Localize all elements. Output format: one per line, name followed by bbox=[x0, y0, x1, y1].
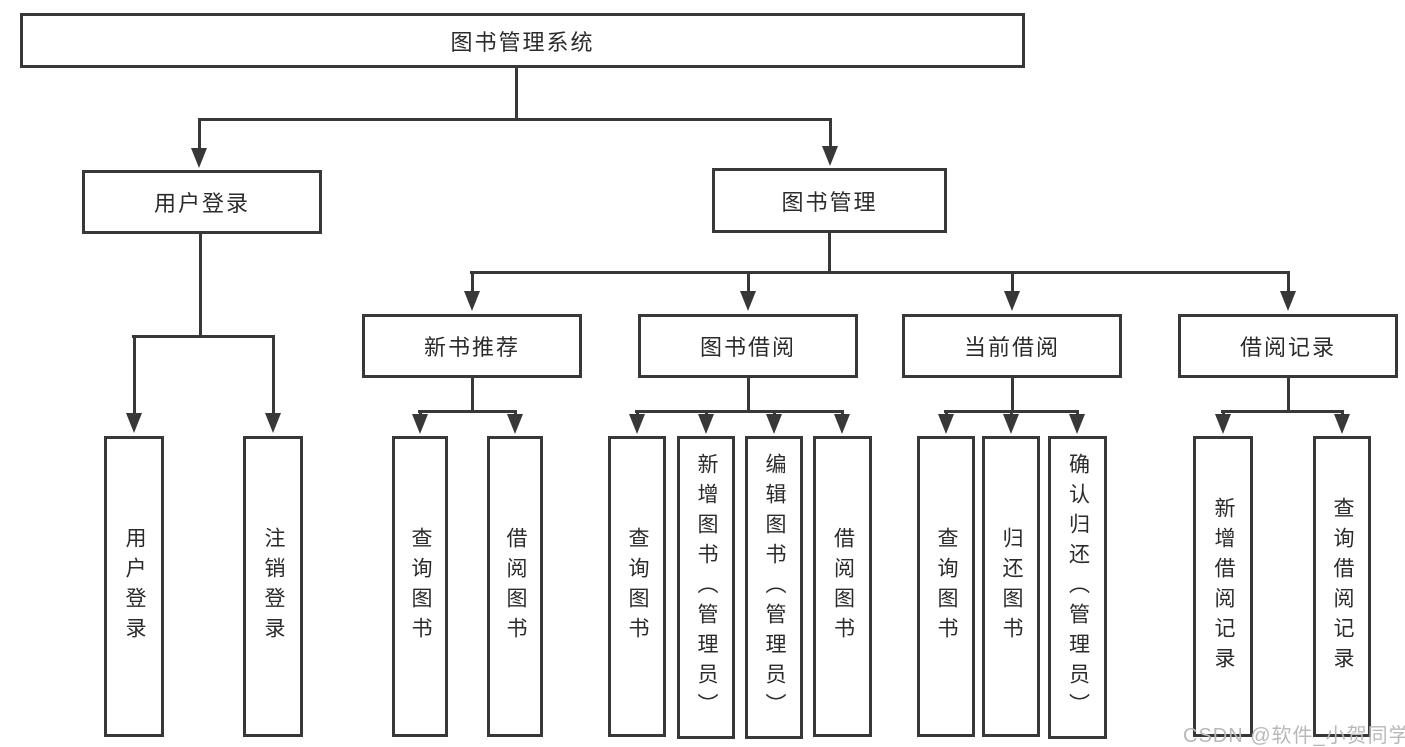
arrowhead-icon bbox=[1004, 291, 1020, 311]
connector-line bbox=[198, 233, 202, 337]
node-user-login-label: 用户登录 bbox=[153, 191, 250, 216]
leaf-query-books-borrowing: 查询图书 bbox=[608, 436, 666, 737]
node-new-book-recommend-label: 新书推荐 bbox=[423, 335, 520, 360]
leaf-add-books-admin: 新增图书（管理员） bbox=[677, 436, 735, 739]
arrowhead-icon bbox=[698, 414, 714, 434]
connector-line bbox=[1010, 271, 1014, 294]
node-user-login: 用户登录 bbox=[82, 170, 322, 234]
leaf-confirm-return-admin: 确认归还（管理员） bbox=[1048, 436, 1107, 739]
node-book-management: 图书管理 bbox=[712, 168, 947, 233]
leaf-add-borrow-record-label: 新增借阅记录 bbox=[1212, 496, 1235, 677]
leaf-query-books-current: 查询图书 bbox=[917, 436, 975, 737]
leaf-user-login-label: 用户登录 bbox=[123, 526, 146, 647]
arrowhead-icon bbox=[834, 414, 850, 434]
node-library-management-system-label: 图书管理系统 bbox=[450, 29, 595, 55]
arrowhead-icon bbox=[126, 413, 142, 433]
connector-line bbox=[132, 335, 275, 338]
arrowhead-icon bbox=[507, 414, 523, 434]
connector-line bbox=[197, 118, 201, 150]
connector-line bbox=[132, 335, 136, 415]
leaf-query-books-recommend-label: 查询图书 bbox=[409, 526, 432, 647]
node-current-borrowing: 当前借阅 bbox=[902, 314, 1122, 378]
connector-line bbox=[271, 335, 275, 415]
arrowhead-icon bbox=[1334, 414, 1350, 434]
watermark: CSDN @软件_小贺同学 bbox=[1183, 725, 1405, 747]
connector-line bbox=[1221, 410, 1344, 413]
leaf-confirm-return-admin-label: 确认归还（管理员） bbox=[1066, 452, 1090, 723]
connector-line bbox=[1286, 271, 1290, 294]
connector-line bbox=[198, 118, 832, 121]
node-book-management-label: 图书管理 bbox=[781, 189, 878, 215]
arrowhead-icon bbox=[938, 414, 954, 434]
leaf-return-books-label: 归还图书 bbox=[1000, 526, 1023, 647]
node-borrowing-records-label: 借阅记录 bbox=[1239, 335, 1336, 360]
arrowhead-icon bbox=[1280, 291, 1296, 311]
connector-line bbox=[746, 271, 750, 294]
node-new-book-recommend: 新书推荐 bbox=[362, 314, 582, 378]
leaf-logout-label: 注销登录 bbox=[262, 526, 285, 647]
leaf-add-borrow-record: 新增借阅记录 bbox=[1193, 436, 1253, 737]
leaf-add-books-admin-label: 新增图书（管理员） bbox=[695, 452, 718, 723]
leaf-edit-books-admin-label: 编辑图书（管理员） bbox=[763, 452, 786, 723]
arrowhead-icon bbox=[412, 414, 428, 434]
arrowhead-icon bbox=[1069, 414, 1085, 434]
arrowhead-icon bbox=[265, 413, 281, 433]
leaf-borrow-books-borrowing: 借阅图书 bbox=[813, 436, 872, 737]
connector-line bbox=[470, 271, 1290, 274]
arrowhead-icon bbox=[740, 291, 756, 311]
leaf-return-books: 归还图书 bbox=[982, 436, 1040, 737]
leaf-borrow-books-borrowing-label: 借阅图书 bbox=[831, 526, 855, 647]
arrowhead-icon bbox=[464, 291, 480, 311]
node-book-borrowing: 图书借阅 bbox=[638, 314, 858, 378]
node-library-management-system: 图书管理系统 bbox=[20, 13, 1025, 68]
leaf-borrow-books-recommend: 借阅图书 bbox=[487, 436, 543, 737]
leaf-borrow-books-recommend-label: 借阅图书 bbox=[504, 526, 527, 647]
connector-line bbox=[1010, 377, 1014, 413]
leaf-edit-books-admin: 编辑图书（管理员） bbox=[745, 436, 803, 739]
node-book-borrowing-label: 图书借阅 bbox=[699, 335, 796, 360]
node-borrowing-records: 借阅记录 bbox=[1178, 314, 1398, 378]
arrowhead-icon bbox=[191, 148, 207, 168]
connector-line bbox=[828, 118, 832, 148]
arrowhead-icon bbox=[629, 414, 645, 434]
arrowhead-icon bbox=[766, 414, 782, 434]
leaf-logout: 注销登录 bbox=[243, 436, 303, 737]
leaf-query-books-current-label: 查询图书 bbox=[935, 526, 958, 647]
arrowhead-icon bbox=[822, 146, 838, 166]
connector-line bbox=[470, 271, 474, 294]
leaf-query-borrow-record: 查询借阅记录 bbox=[1313, 436, 1371, 737]
connector-line bbox=[470, 377, 474, 413]
leaf-query-books-recommend: 查询图书 bbox=[392, 436, 448, 737]
connector-line bbox=[635, 410, 844, 413]
connector-line bbox=[514, 68, 518, 120]
node-current-borrowing-label: 当前借阅 bbox=[963, 335, 1060, 360]
arrowhead-icon bbox=[1215, 414, 1231, 434]
connector-line bbox=[746, 377, 750, 413]
leaf-query-borrow-record-label: 查询借阅记录 bbox=[1331, 496, 1354, 677]
connector-line bbox=[827, 233, 831, 273]
leaf-query-books-borrowing-label: 查询图书 bbox=[626, 526, 649, 647]
leaf-user-login: 用户登录 bbox=[104, 436, 164, 737]
connector-line bbox=[1286, 377, 1290, 413]
connector-line bbox=[418, 410, 517, 413]
arrowhead-icon bbox=[1003, 414, 1019, 434]
